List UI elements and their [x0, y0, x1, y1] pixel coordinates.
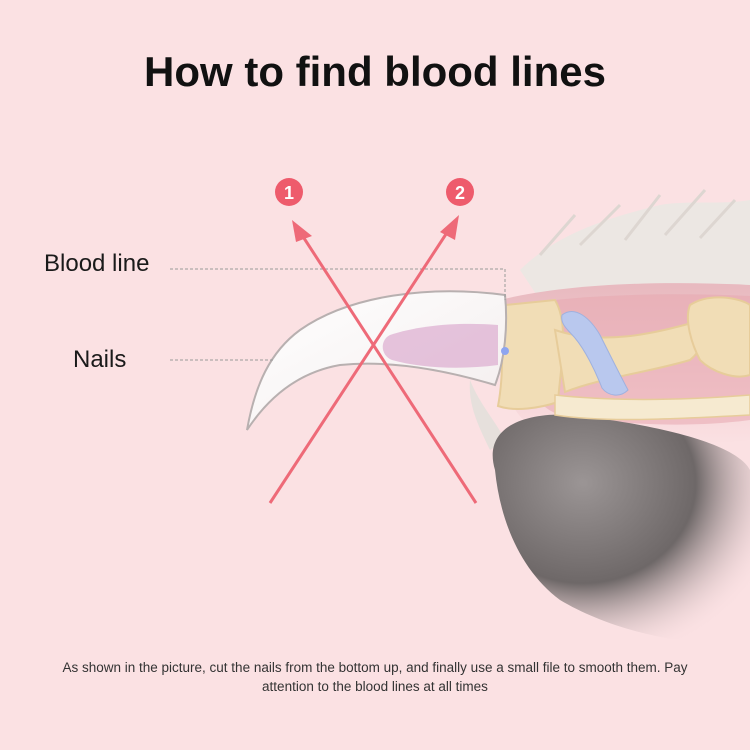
cut-arrow-1	[292, 220, 478, 504]
cut-arrow-2	[268, 215, 459, 504]
marker-1-number: 1	[284, 183, 294, 203]
marker-2-number: 2	[455, 183, 465, 203]
page-title: How to find blood lines	[144, 48, 606, 95]
blood-line-quick	[382, 323, 498, 368]
marker-1-circle	[275, 178, 303, 206]
nails-label: Nails	[73, 346, 127, 373]
blood-line-label: Blood line	[44, 250, 150, 277]
claw	[246, 290, 509, 431]
marker-2: 2	[446, 178, 474, 206]
marker-2-circle	[446, 178, 474, 206]
marker-1: 1	[275, 178, 303, 206]
fur	[469, 189, 750, 450]
instruction-caption: As shown in the picture, cut the nails f…	[62, 660, 688, 694]
leader-lines	[170, 268, 506, 361]
paw-pad	[492, 414, 750, 643]
tendon	[561, 311, 629, 396]
